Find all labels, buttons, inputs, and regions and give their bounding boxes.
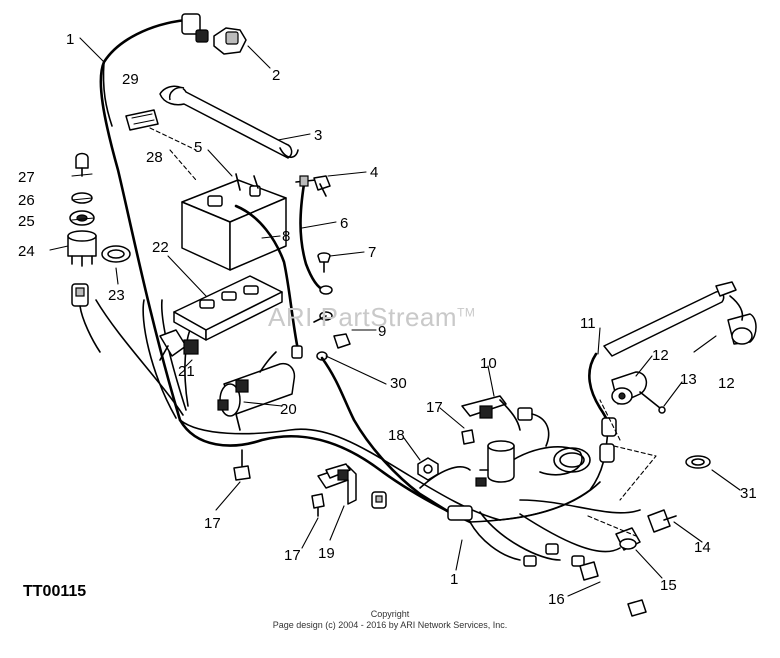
harness-connector-left [71,283,101,353]
harness-coil [517,407,591,473]
clamp-part-23 [101,245,131,263]
watermark-trademark: TM [457,305,476,320]
switch-assembly-right [588,281,757,463]
leader-lines [49,37,741,597]
drawing-code: TT00115 [23,583,87,600]
callout-12-right: 12 [718,375,735,392]
callouts: 1 2 3 4 5 6 7 8 9 10 11 12 13 12 14 15 1… [18,31,757,608]
watermark: ARI PartStreamTM [268,302,475,333]
callout-1-top: 1 [66,31,74,48]
solenoid-part-20 [217,351,296,431]
callout-10: 10 [480,355,497,372]
wiring-harness [95,18,641,561]
callout-7: 7 [368,244,376,261]
callout-24: 24 [18,243,35,260]
callout-25: 25 [18,213,35,230]
callout-1-bottom: 1 [450,571,458,588]
callout-8: 8 [282,228,290,245]
callout-9: 9 [378,323,386,340]
footer-copyright: Copyright [370,609,410,619]
callout-2: 2 [272,67,280,84]
callout-22: 22 [152,239,169,256]
callout-14: 14 [694,539,711,556]
callout-27: 27 [18,169,35,186]
bolts-terminals [313,175,351,361]
callout-21: 21 [178,363,195,380]
callout-13: 13 [680,371,697,388]
callout-17-mid: 17 [284,547,301,564]
callout-17-right: 17 [426,399,443,416]
callout-3: 3 [314,127,322,144]
callout-15: 15 [660,577,677,594]
bracket-part-19 [317,463,357,505]
connector-part-21 [159,329,199,361]
battery-tray [173,275,283,341]
callout-11: 11 [580,315,596,332]
callout-26: 26 [18,192,35,209]
callout-30: 30 [390,375,407,392]
callout-12-left: 12 [652,347,669,364]
connectors-bottom-right [523,399,711,617]
battery [169,149,287,271]
callout-31: 31 [740,485,757,502]
cable-part-30 [320,356,473,521]
bolt-part-17 [233,429,475,517]
connector-top [181,13,247,55]
tool-part-3 [159,85,299,159]
callout-6: 6 [340,215,348,232]
ignition-switch-stack [67,152,97,267]
callout-28: 28 [146,149,163,166]
callout-23: 23 [108,287,125,304]
callout-4: 4 [370,164,378,181]
callout-5: 5 [194,139,202,156]
nut-part-18 [417,457,439,481]
callout-16: 16 [548,591,565,608]
solenoid-part-10 [461,395,521,487]
connector-loose [371,491,387,509]
battery-cables [234,175,333,359]
decal-part-29 [125,109,197,151]
callout-18: 18 [388,427,405,444]
callout-29: 29 [122,71,139,88]
callout-20: 20 [280,401,297,418]
callout-17-left: 17 [204,515,221,532]
footer-page-design: Page design (c) 2004 - 2016 by ARI Netwo… [272,620,508,630]
callout-19: 19 [318,545,335,562]
watermark-text: ARI PartStream [268,302,458,332]
